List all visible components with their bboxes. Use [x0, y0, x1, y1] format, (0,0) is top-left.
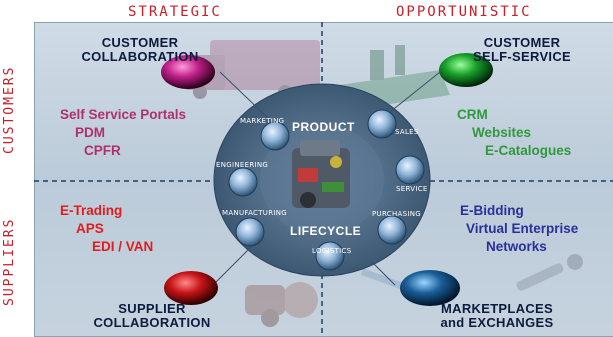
quadrant-title-supplier-collaboration: SUPPLIER COLLABORATION	[92, 302, 212, 330]
node-logistics-icon	[315, 241, 345, 271]
title-line: CUSTOMER	[483, 35, 561, 50]
stage-label-sales: SALES	[395, 128, 419, 136]
bl-item-3: EDI / VAN	[92, 239, 154, 254]
title-line: MARKETPLACES	[441, 301, 553, 316]
tl-item-2: PDM	[75, 125, 105, 140]
node-marketing-icon	[260, 121, 290, 151]
node-manufacturing-icon	[235, 217, 265, 247]
supplier-collaboration-orb	[164, 271, 218, 305]
stage-label-service: SERVICE	[396, 185, 428, 193]
quadrant-title-customer-collaboration: CUSTOMER COLLABORATION	[80, 36, 200, 64]
node-purchasing-icon	[377, 215, 407, 245]
title-line: SUPPLIER	[118, 301, 186, 316]
parts-image	[245, 282, 318, 327]
title-line: SELF-SERVICE	[473, 49, 571, 64]
tl-item-1: Self Service Portals	[60, 107, 187, 122]
lifecycle-title-lifecycle: LIFECYCLE	[290, 224, 362, 238]
engine-image	[292, 140, 350, 208]
stage-label-marketing: MARKETING	[240, 117, 285, 125]
quadrant-title-marketplaces: MARKETPLACES and EXCHANGES	[434, 302, 560, 330]
tr-item-2: Websites	[472, 125, 532, 140]
br-item-2: Virtual Enterprise	[466, 221, 579, 236]
stage-label-engineering: ENGINEERING	[216, 161, 269, 169]
axis-label-strategic: STRATEGIC	[128, 4, 222, 20]
bl-item-1: E-Trading	[60, 203, 123, 218]
title-line: and EXCHANGES	[440, 315, 554, 330]
title-line: COLLABORATION	[93, 315, 211, 330]
node-service-icon	[395, 155, 425, 185]
tr-item-3: E-Catalogues	[485, 143, 572, 158]
bl-item-2: APS	[76, 221, 104, 236]
tools-image	[360, 254, 583, 299]
br-item-1: E-Bidding	[460, 203, 524, 218]
lifecycle-title-product: PRODUCT	[292, 120, 355, 134]
stage-label-purchasing: PURCHASING	[372, 210, 421, 218]
title-line: COLLABORATION	[81, 49, 199, 64]
node-sales-icon	[367, 109, 397, 139]
marketplaces-orb	[400, 270, 460, 306]
customer-collaboration-orb	[161, 55, 215, 89]
customer-self-service-orb	[439, 53, 493, 87]
stage-label-logistics: LOGISTICS	[312, 247, 352, 255]
node-engineering-icon	[228, 167, 258, 197]
axis-label-opportunistic: OPPORTUNISTIC	[396, 4, 532, 20]
title-line: CUSTOMER	[101, 35, 179, 50]
tl-item-3: CPFR	[84, 143, 121, 158]
quadrant-title-customer-self-service: CUSTOMER SELF-SERVICE	[462, 36, 582, 64]
tr-item-1: CRM	[457, 107, 488, 122]
stage-label-manufacturing: MANUFACTURING	[222, 209, 288, 217]
br-item-3: Networks	[486, 239, 547, 254]
